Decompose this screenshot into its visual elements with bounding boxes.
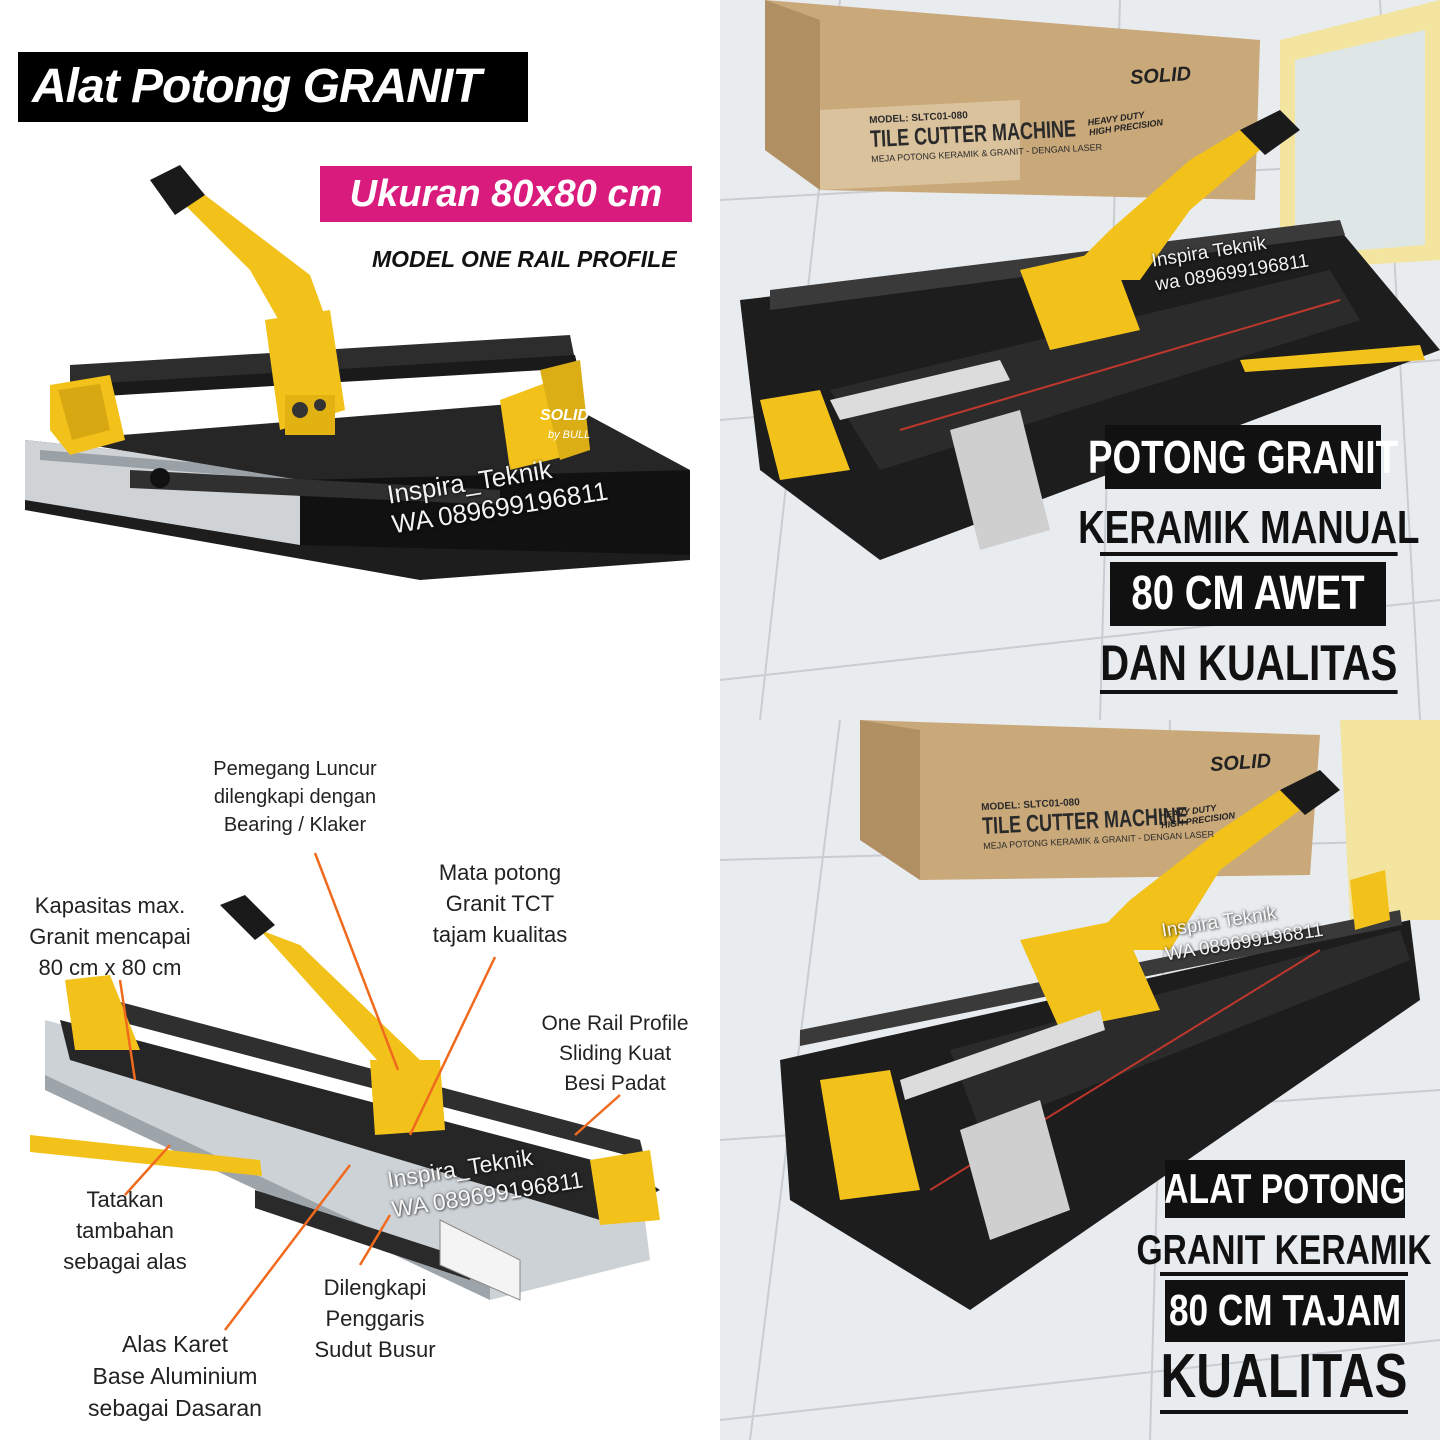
headline-line-1: ALAT POTONG (1164, 1160, 1406, 1218)
headline-line-3: 80 CM TAJAM (1165, 1280, 1405, 1342)
callout-rail: One Rail Profile Sliding Kuat Besi Padat (541, 1012, 689, 1095)
headline-line-3: 80 CM AWET (1110, 562, 1386, 626)
brand-plate: SOLID (540, 407, 589, 424)
headline-line-2: GRANIT KERAMIK (1137, 1228, 1431, 1276)
callout-slider-holder: Pemegang Luncur dilengkapi dengan Bearin… (213, 758, 377, 836)
headline-line-4: DAN KUALITAS (1100, 636, 1398, 694)
callout-base: Alas Karet Base Aluminium sebagai Dasara… (88, 1331, 262, 1421)
model-label: MODEL ONE RAIL PROFILE (372, 246, 677, 272)
tile-cutter-photo (720, 720, 1440, 1440)
callout-capacity: Kapasitas max. Granit mencapai 80 cm x 8… (29, 893, 191, 980)
headline-line-4: KUALITAS (1160, 1344, 1408, 1414)
page-title: Alat Potong GRANIT (18, 52, 528, 122)
callout-blade: Mata potong Granit TCT tajam kualitas (432, 860, 568, 947)
tile-cutter-illustration: SOLID by BULL (25, 165, 690, 580)
headline-line-1: POTONG GRANIT (1088, 425, 1398, 489)
brand-plate-sub: by BULL (548, 429, 590, 441)
carton-brand: SOLID (1129, 62, 1192, 90)
panel-photo-1: MODEL: SLTC01-080 TILE CUTTER MACHINE ME… (720, 0, 1440, 720)
callout-protractor: Dilengkapi Penggaris Sudut Busur (314, 1275, 436, 1362)
callout-lines (118, 852, 621, 1331)
feature-diagram (30, 852, 660, 1331)
headline-line-2: KERAMIK MANUAL (1078, 502, 1420, 556)
size-badge: Ukuran 80x80 cm (320, 166, 692, 222)
tile-cutter-photo (720, 0, 1440, 720)
carton-brand: SOLID (1209, 749, 1272, 777)
panel-photo-2: MODEL: SLTC01-080 TILE CUTTER MACHINE ME… (720, 720, 1440, 1440)
panel-product-overview: SOLID by BULL Alat Potong GRANIT Ukuran … (0, 0, 720, 720)
panel-features: Kapasitas max. Granit mencapai 80 cm x 8… (0, 720, 720, 1440)
callout-extension: Tatakan tambahan sebagai alas (63, 1187, 187, 1274)
